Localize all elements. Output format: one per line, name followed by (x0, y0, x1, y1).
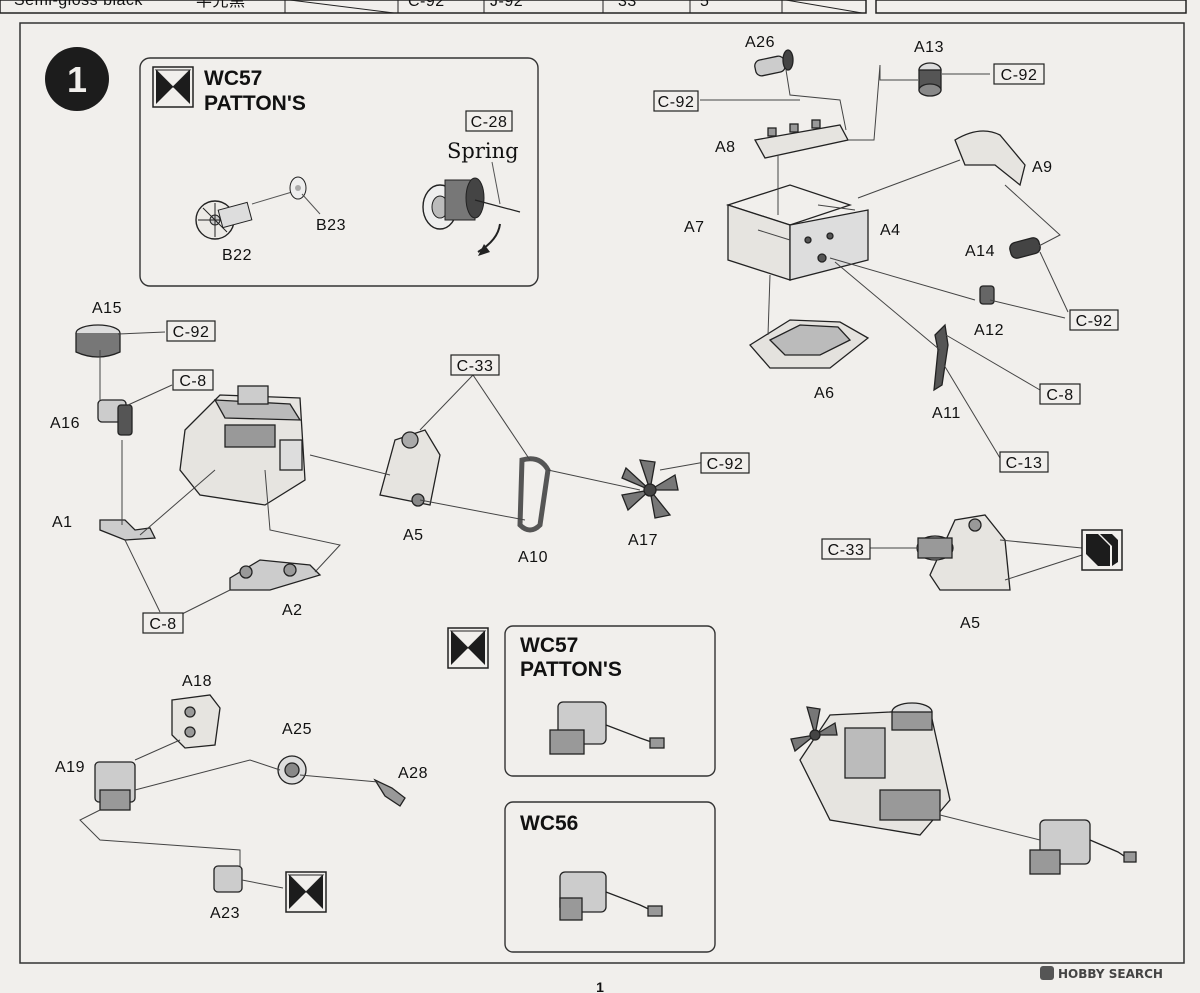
variant-icon-bottom (285, 871, 327, 913)
label-a6: A6 (814, 385, 835, 402)
ref-c33-a5: C-33 (457, 358, 494, 375)
ref-c92-a14: C-92 (1076, 313, 1113, 330)
ref-c8-a1: C-8 (149, 616, 176, 633)
label-a5: A5 (403, 527, 424, 544)
part-spring-reel (422, 177, 521, 230)
label-a12: A12 (974, 322, 1004, 339)
step-number-badge: 1 (45, 47, 109, 111)
callout-label: WC56 (520, 812, 578, 835)
label-a13: A13 (914, 39, 944, 56)
label-a17: A17 (628, 532, 658, 549)
callout-line2: PATTON'S (520, 658, 622, 681)
part-b23 (289, 176, 307, 200)
label-a1: A1 (52, 514, 73, 531)
label-a25: A25 (282, 721, 312, 738)
variant-icon (152, 66, 194, 108)
callout-wc56: WC56 (504, 801, 716, 953)
label-b22: B22 (222, 247, 252, 264)
paint-code-3: 33 (618, 0, 637, 10)
label-a19: A19 (55, 759, 85, 776)
ref-c8-a12: C-8 (1046, 387, 1073, 404)
label-a18: A18 (182, 673, 212, 690)
label-a28: A28 (398, 765, 428, 782)
label-a23: A23 (210, 905, 240, 922)
watermark-text: HOBBY SEARCH (1058, 967, 1163, 981)
ref-c92-a13: C-92 (1001, 67, 1038, 84)
distributor-leaders (79, 739, 379, 889)
page-number: 1 (596, 979, 604, 993)
spring-label: Spring (447, 139, 519, 163)
ref-c92-a15: C-92 (173, 324, 210, 341)
paint-code-4: 5 (700, 0, 709, 10)
ref-c28: C-28 (471, 114, 508, 131)
paint-name-jp: 半光黒 (196, 0, 246, 10)
callout-line1: WC57 (520, 634, 578, 657)
ref-c8-a16: C-8 (179, 373, 206, 390)
label-b23: B23 (316, 217, 346, 234)
label-a4: A4 (880, 222, 901, 239)
label-a7: A7 (684, 219, 705, 236)
paint-table: Semi-gloss black 半光黒 C-92 J-92 33 5 (0, 0, 1187, 14)
assembly-distributor (94, 694, 406, 893)
color-ref-boxes-engine (142, 320, 750, 634)
paint-code-2: J-92 (490, 0, 523, 10)
engine-leaders (99, 331, 706, 616)
completed-engine (790, 702, 1137, 875)
variant-icon-middle (447, 627, 489, 669)
label-a9: A9 (1032, 159, 1053, 176)
assembly-top-right-leaders (700, 64, 1069, 459)
ref-c92-a26: C-92 (658, 94, 695, 111)
watermark: HOBBY SEARCH (1040, 966, 1163, 981)
a5-variant-leaders (870, 539, 1083, 581)
color-ref-boxes-top-right (653, 63, 1119, 473)
paint-code-1: C-92 (408, 0, 445, 10)
callout-line1: WC57 (204, 67, 262, 90)
callout-wc57-top: WC57 PATTON'S B22 B23 C-28 (139, 57, 539, 287)
ref-c92-a17: C-92 (707, 456, 744, 473)
callout-line2: PATTON'S (204, 92, 306, 115)
label-a5b: A5 (960, 615, 981, 632)
part-b22 (195, 200, 253, 240)
ref-c13-a11: C-13 (1006, 455, 1043, 472)
variant-icon-right (1081, 529, 1123, 571)
label-a16: A16 (50, 415, 80, 432)
label-a15: A15 (92, 300, 122, 317)
step-number: 1 (67, 59, 87, 100)
label-a8: A8 (715, 139, 736, 156)
assembly-top-right (725, 49, 1041, 392)
label-a26: A26 (745, 34, 775, 51)
callout-wc57-middle: WC57 PATTON'S (504, 625, 716, 777)
engine-leader (939, 814, 1041, 841)
assembly-a5-variant (916, 514, 1011, 591)
label-a14: A14 (965, 243, 995, 260)
ref-c33-a5b: C-33 (828, 542, 865, 559)
paint-name: Semi-gloss black (14, 0, 143, 9)
rotate-arrow-icon (478, 244, 490, 256)
label-a10: A10 (518, 549, 548, 566)
label-a11: A11 (932, 405, 961, 422)
label-a2: A2 (282, 602, 303, 619)
